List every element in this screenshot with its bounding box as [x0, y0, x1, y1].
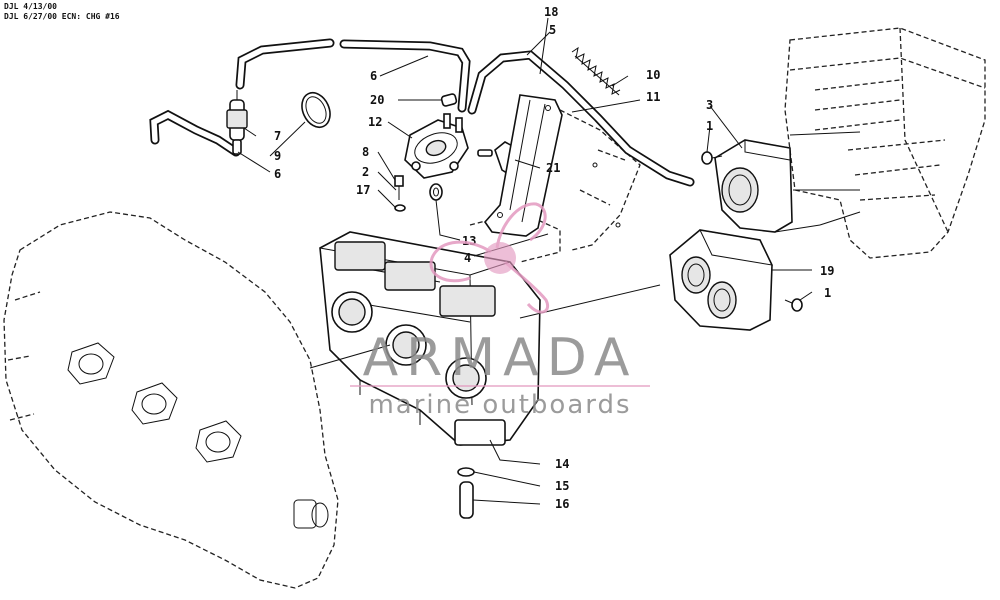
callout-15: 15 — [555, 479, 569, 493]
callout-6-top: 6 — [370, 69, 377, 83]
callout-1-top: 1 — [706, 119, 713, 133]
watermark-tagline: marine outboards — [368, 390, 631, 420]
screw-8 — [394, 175, 404, 200]
fuel-pump-12 — [404, 113, 469, 179]
callout-16: 16 — [555, 497, 569, 511]
revision-line-1: DJL 4/13/00 — [4, 2, 57, 11]
airbox-outline — [784, 27, 986, 259]
engine-fitting — [293, 499, 329, 529]
push-pin-1-right — [784, 298, 803, 312]
fuel-filter-7 — [226, 90, 248, 155]
fuel-hose-6-left — [149, 109, 241, 157]
callout-11: 11 — [646, 90, 660, 104]
callout-4: 4 — [464, 251, 471, 265]
callout-7: 7 — [274, 129, 281, 143]
callout-3: 3 — [706, 98, 713, 112]
callout-19: 19 — [820, 264, 834, 278]
drain-clamp-15 — [457, 467, 475, 477]
carburetor-2 — [384, 261, 436, 366]
watermark-propeller-logo — [429, 202, 549, 314]
revision-header: DJL 4/13/00 DJL 6/27/00 ECN: CHG #16 — [4, 2, 120, 22]
air-intake-boot-3 — [714, 139, 793, 233]
callout-8: 8 — [362, 145, 369, 159]
carburetor-bank-14 — [319, 231, 541, 446]
callout-14: 14 — [555, 457, 569, 471]
exhaust-port-2 — [131, 382, 178, 425]
pulse-fitting-20 — [440, 93, 458, 107]
mounting-bracket-11 — [483, 94, 563, 237]
callout-17: 17 — [356, 183, 370, 197]
exhaust-port-3 — [195, 420, 242, 463]
fuel-hose-5 — [467, 50, 695, 187]
spring-10 — [571, 46, 621, 96]
callout-5: 5 — [549, 23, 556, 37]
hose-clamp-9 — [301, 91, 331, 129]
engine-block-outline — [3, 211, 339, 589]
air-silencer-19 — [669, 229, 773, 331]
callout-21: 21 — [546, 161, 560, 175]
callout-10: 10 — [646, 68, 660, 82]
exhaust-port-1 — [67, 342, 115, 385]
drain-hose-16 — [459, 481, 474, 519]
callout-18: 18 — [544, 5, 558, 19]
carburetor-1 — [331, 241, 386, 333]
grommet-13 — [429, 183, 443, 201]
callout-6-left: 6 — [274, 167, 281, 181]
watermark-brand: ARMADA — [363, 328, 638, 388]
callout-9: 9 — [274, 149, 281, 163]
carburetor-3 — [439, 285, 496, 399]
callout-2: 2 — [362, 165, 369, 179]
washer-17 — [394, 204, 406, 212]
armada-watermark: ARMADA marine outboards — [350, 202, 650, 420]
revision-line-2: DJL 6/27/00 ECN: CHG #16 — [4, 12, 120, 21]
fuel-hose-6-top — [235, 38, 471, 113]
callout-12: 12 — [368, 115, 382, 129]
callout-1-right: 1 — [824, 286, 831, 300]
callout-20: 20 — [370, 93, 384, 107]
